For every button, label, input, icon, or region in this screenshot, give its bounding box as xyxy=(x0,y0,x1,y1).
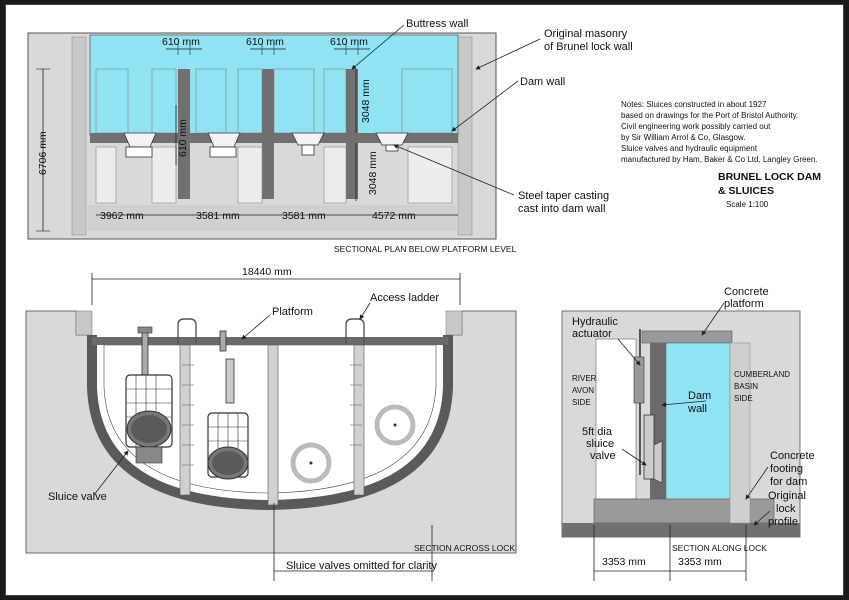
label-hydraulic-2: actuator xyxy=(572,328,612,340)
note-line-4: by Sir William Arrol & Co, Glasgow. xyxy=(621,133,745,142)
drawing-scale: Scale 1:100 xyxy=(726,200,769,209)
plan-dim-bottom-2: 3581 mm xyxy=(196,210,240,222)
plan-dim-top-2: 610 mm xyxy=(246,36,284,48)
label-along-dam-1: Dam xyxy=(688,390,711,402)
plan-dam-wall xyxy=(90,133,458,143)
label-steel-1: Steel taper casting xyxy=(518,190,609,202)
note-line-6: manufactured by Ham, Baker & Co Ltd, Lan… xyxy=(621,155,818,164)
label-platform: Platform xyxy=(272,306,313,318)
section-along-lock: Concrete platform Hydraulic actuator RIV… xyxy=(561,286,815,581)
label-footing-2: footing xyxy=(770,463,803,475)
label-original-3: profile xyxy=(768,516,798,528)
label-steel-2: cast into dam wall xyxy=(518,203,605,215)
label-cumberland-2: BASIN xyxy=(734,382,758,391)
label-river-2: AVON xyxy=(572,386,594,395)
notes-block: Notes: Sluices constructed in about 1927… xyxy=(621,100,821,209)
plan-right-masonry xyxy=(457,36,473,236)
label-valve-3: valve xyxy=(590,450,616,462)
plan-dim-bottom-3: 3581 mm xyxy=(282,210,326,222)
drawing-sheet: 610 mm 610 mm 610 mm 3962 mm 3581 mm 358… xyxy=(5,4,844,596)
along-caption: SECTION ALONG LOCK xyxy=(672,543,767,553)
label-dam-wall: Dam wall xyxy=(520,76,565,88)
plan-sluice-castings xyxy=(123,132,409,158)
label-sluice-valve: Sluice valve xyxy=(48,491,107,503)
across-platform xyxy=(92,337,448,345)
across-omitted-note: Sluice valves omitted for clarity xyxy=(286,560,437,572)
plan-dim-inner-610: 610 mm xyxy=(177,119,189,157)
label-concrete-platform-1: Concrete xyxy=(724,286,769,298)
plan-dim-height: 6706 mm xyxy=(37,131,49,175)
along-water-cumberland xyxy=(665,342,731,506)
label-footing-1: Concrete xyxy=(770,450,815,462)
along-concrete-platform xyxy=(641,330,733,344)
label-footing-3: for dam xyxy=(770,476,807,488)
label-access-ladder: Access ladder xyxy=(370,292,439,304)
note-line-1: Notes: Sluices constructed in about 1927 xyxy=(621,100,767,109)
plan-dim-inner-3048b: 3048 mm xyxy=(367,151,379,195)
label-masonry-1: Original masonry xyxy=(544,28,628,40)
drawing-title-2: & SLUICES xyxy=(718,185,774,197)
plan-dim-inner-3048a: 3048 mm xyxy=(360,79,372,123)
note-line-3: Civil engineering work possibly carried … xyxy=(621,122,771,131)
plan-dim-top-3: 610 mm xyxy=(330,36,368,48)
across-dim-width: 18440 mm xyxy=(242,266,292,278)
label-cumberland-1: CUMBERLAND xyxy=(734,370,790,379)
section-across-lock: 18440 mm Platform Access ladder Sluice v… xyxy=(25,266,517,581)
sectional-plan: 610 mm 610 mm 610 mm 3962 mm 3581 mm 358… xyxy=(27,18,633,254)
note-line-5: Sluice valves and hydraulic equipment xyxy=(621,144,758,153)
note-line-2: based on drawings for the Port of Bristo… xyxy=(621,111,798,120)
drawing-title-1: BRUNEL LOCK DAM xyxy=(718,171,821,183)
across-ladders xyxy=(177,318,365,345)
along-dim-1: 3353 mm xyxy=(602,556,646,568)
label-buttress-wall: Buttress wall xyxy=(406,18,468,30)
label-river-3: SIDE xyxy=(572,398,591,407)
label-original-2: lock xyxy=(776,503,796,515)
label-cumberland-3: SIDE xyxy=(734,394,753,403)
sluice-valve-1 xyxy=(125,326,173,464)
plan-dimension-lines xyxy=(42,48,458,231)
across-caption: SECTION ACROSS LOCK xyxy=(414,543,515,553)
label-original-1: Original xyxy=(768,490,806,502)
engineering-drawing: 610 mm 610 mm 610 mm 3962 mm 3581 mm 358… xyxy=(25,18,821,581)
label-valve-2: sluice xyxy=(586,438,614,450)
along-dim-2: 3353 mm xyxy=(678,556,722,568)
plan-caption: SECTIONAL PLAN BELOW PLATFORM LEVEL xyxy=(334,244,517,254)
plan-dim-bottom-4: 4572 mm xyxy=(372,210,416,222)
plan-left-masonry xyxy=(71,36,87,236)
plan-dim-top-1: 610 mm xyxy=(162,36,200,48)
label-hydraulic-1: Hydraulic xyxy=(572,316,618,328)
sluice-valve-2 xyxy=(207,330,249,480)
label-concrete-platform-2: platform xyxy=(724,298,764,310)
label-valve-1: 5ft dia xyxy=(582,426,613,438)
label-along-dam-2: wall xyxy=(687,403,707,415)
label-masonry-2: of Brunel lock wall xyxy=(544,41,633,53)
plan-dim-bottom-1: 3962 mm xyxy=(100,210,144,222)
label-river-1: RIVER xyxy=(572,374,597,383)
